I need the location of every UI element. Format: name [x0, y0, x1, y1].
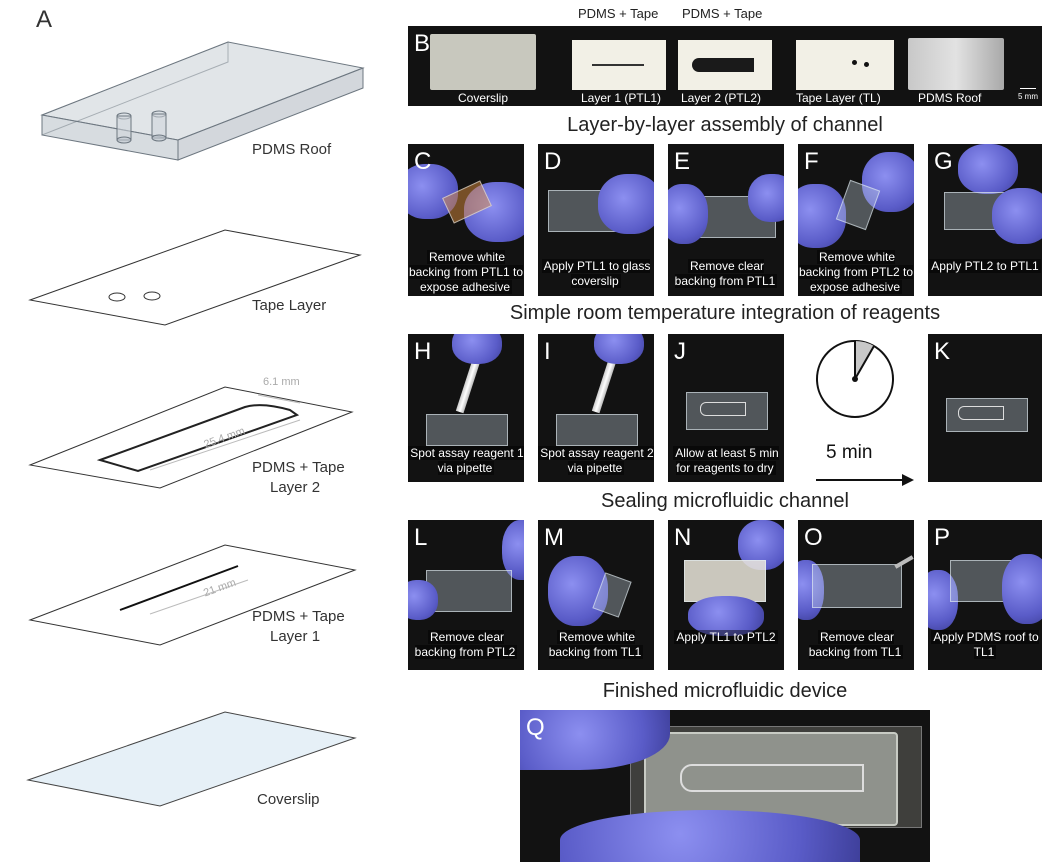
section-title-finished: Finished microfluidic device	[602, 680, 848, 702]
scale-bar	[1020, 88, 1036, 89]
caption-step-i: Spot assay reagent 2 via pipette	[538, 446, 654, 476]
scale-bar-label: 5 mm	[1018, 92, 1038, 101]
panel-letter-e: E	[674, 148, 691, 175]
caption-step-e-text: Remove clear backing from PTL1	[674, 259, 778, 288]
tape-layer-sample	[796, 40, 894, 90]
panel-letter-m: M	[544, 524, 564, 551]
pdms-roof-sample	[908, 38, 1004, 90]
section-title-sealing: Sealing microfluidic channel	[601, 490, 849, 512]
caption-step-c: Remove white backing from PTL1 to expose…	[408, 250, 524, 295]
timer-label: 5 min	[826, 442, 873, 463]
exploded-layer-diagram	[26, 41, 365, 807]
clock-icon	[816, 340, 894, 418]
photo-step-f: F Remove white backing from PTL2 to expo…	[798, 144, 914, 296]
photo-step-l: L Remove clear backing from PTL2	[408, 520, 524, 670]
caption-step-l: Remove clear backing from PTL2	[408, 630, 524, 660]
layer2-sample	[678, 40, 772, 90]
photo-finished-device: Q	[520, 710, 930, 862]
photo-step-n: N Apply TL1 to PTL2	[668, 520, 784, 670]
section-title-reagents: Simple room temperature integration of r…	[509, 302, 941, 324]
photo-step-k: K	[928, 334, 1042, 482]
caption-step-p: Apply PDMS roof to TL1	[928, 630, 1042, 660]
caption-step-p-text: Apply PDMS roof to TL1	[931, 630, 1039, 659]
pdms-tape-layer1-sheet	[28, 544, 357, 646]
panel-letter-g: G	[934, 148, 953, 175]
photo-step-g: G Apply PTL2 to PTL1	[928, 144, 1042, 296]
coverslip-sheet	[26, 711, 357, 807]
caption-step-o-text: Remove clear backing from TL1	[808, 630, 904, 659]
panel-letter-o: O	[804, 524, 823, 551]
caption-step-g: Apply PTL2 to PTL1	[928, 259, 1042, 274]
panel-letter-p: P	[934, 524, 951, 551]
panel-b-label-layer2: Layer 2 (PTL2)	[681, 91, 762, 105]
device-channel	[680, 764, 864, 792]
panel-letter-c: C	[414, 148, 432, 175]
panel-b-label-pdms-roof: PDMS Roof	[918, 91, 982, 105]
panel-b-label-layer1: Layer 1 (PTL1)	[581, 91, 662, 105]
caption-step-j-text: Allow at least 5 min for reagents to dry	[673, 446, 779, 475]
photo-step-p: P Apply PDMS roof to TL1	[928, 520, 1042, 670]
photo-step-j: J Allow at least 5 min for reagents to d…	[668, 334, 784, 482]
panel-b-label-coverslip: Coverslip	[458, 91, 509, 105]
caption-step-h-text: Spot assay reagent 1 via pipette	[408, 446, 524, 475]
caption-step-f-text: Remove white backing from PTL2 to expose…	[798, 250, 914, 294]
label-layer1-line2: Layer 1	[270, 628, 321, 645]
caption-step-j: Allow at least 5 min for reagents to dry	[668, 446, 784, 476]
panel-letter-j: J	[674, 338, 686, 365]
label-coverslip: Coverslip	[257, 791, 320, 808]
caption-step-i-text: Spot assay reagent 2 via pipette	[538, 446, 654, 475]
panel-letter-a: A	[36, 6, 53, 33]
caption-step-f: Remove white backing from PTL2 to expose…	[798, 250, 914, 295]
pdms-roof-box	[40, 41, 365, 161]
photo-step-d: D Apply PTL1 to glass coverslip	[538, 144, 654, 296]
label-layer2-line2: Layer 2	[270, 479, 321, 496]
photo-step-e: E Remove clear backing from PTL1	[668, 144, 784, 296]
panel-letter-l: L	[414, 524, 428, 551]
panel-letter-h: H	[414, 338, 432, 365]
panel-letter-d: D	[544, 148, 562, 175]
panel-b-photo: B Coverslip Layer 1 (PTL1) Layer 2 (PTL2…	[408, 26, 1042, 106]
label-layer1-line1: PDMS + Tape	[252, 608, 345, 625]
panel-b-top-label-1: PDMS + Tape	[578, 6, 659, 21]
label-layer2-line1: PDMS + Tape	[252, 459, 345, 476]
layer1-sample	[572, 40, 666, 90]
caption-step-g-text: Apply PTL2 to PTL1	[929, 259, 1041, 273]
caption-step-e: Remove clear backing from PTL1	[668, 259, 784, 289]
photo-step-c: C Remove white backing from PTL1 to expo…	[408, 144, 524, 296]
section-title-assembly: Layer-by-layer assembly of channel	[567, 114, 883, 136]
tape-layer-sheet	[28, 229, 362, 326]
caption-step-o: Remove clear backing from TL1	[798, 630, 914, 660]
panel-b-label-tape-layer: Tape Layer (TL)	[796, 91, 881, 105]
photo-step-m: M Remove white backing from TL1	[538, 520, 654, 670]
label-tape-layer: Tape Layer	[252, 297, 327, 314]
photo-step-i: I Spot assay reagent 2 via pipette	[538, 334, 654, 482]
panel-letter-f: F	[804, 148, 819, 175]
panel-letter-n: N	[674, 524, 692, 551]
caption-step-d-text: Apply PTL1 to glass coverslip	[541, 259, 651, 288]
panel-b-top-label-2: PDMS + Tape	[682, 6, 763, 21]
panel-letter-i: I	[544, 338, 551, 365]
panel-letter-b: B	[414, 30, 431, 57]
photo-step-h: H Spot assay reagent 1 via pipette	[408, 334, 524, 482]
caption-step-n-text: Apply TL1 to PTL2	[674, 630, 778, 644]
coverslip-sample	[430, 34, 536, 90]
label-pdms-roof: PDMS Roof	[252, 141, 332, 158]
caption-step-d: Apply PTL1 to glass coverslip	[538, 259, 654, 289]
caption-step-l-text: Remove clear backing from PTL2	[414, 630, 518, 659]
caption-step-h: Spot assay reagent 1 via pipette	[408, 446, 524, 476]
panel-letter-k: K	[934, 338, 951, 365]
caption-step-m-text: Remove white backing from TL1	[548, 630, 644, 659]
pdms-tape-layer2-sheet	[28, 386, 354, 489]
panel-letter-q: Q	[526, 714, 545, 741]
caption-step-c-text: Remove white backing from PTL1 to expose…	[408, 250, 524, 294]
timer-graphic	[816, 340, 914, 486]
caption-step-n: Apply TL1 to PTL2	[668, 630, 784, 645]
arrow-right-icon	[816, 474, 914, 486]
photo-step-o: O Remove clear backing from TL1	[798, 520, 914, 670]
dimension-6-1mm: 6.1 mm	[263, 376, 300, 388]
caption-step-m: Remove white backing from TL1	[538, 630, 654, 660]
